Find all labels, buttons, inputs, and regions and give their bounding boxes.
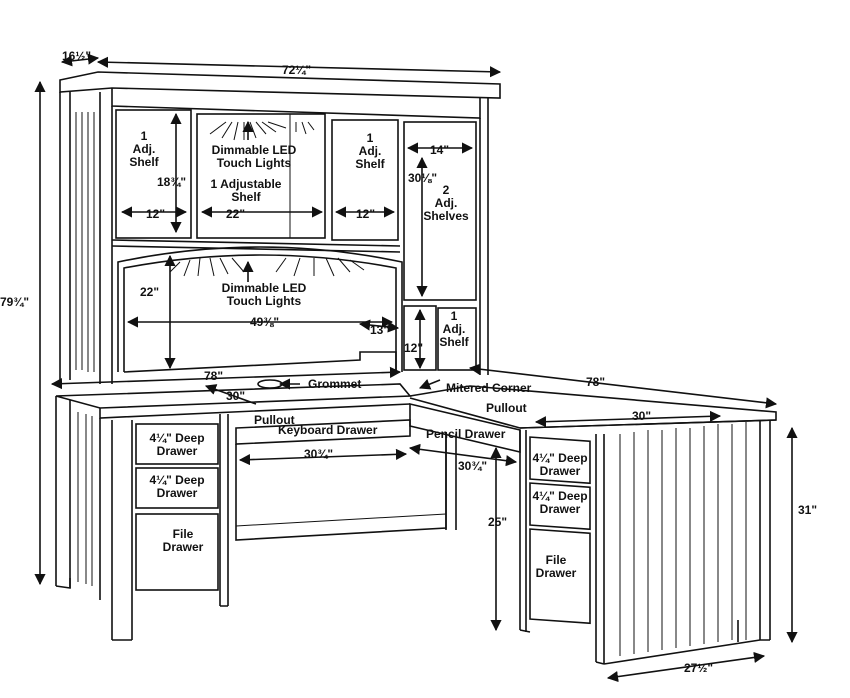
desk bbox=[55, 379, 777, 665]
right-drawer-2 bbox=[529, 482, 591, 531]
pencil-drawer-label: Pencil Drawer bbox=[426, 427, 506, 441]
open-area-width-label: 49⅜" bbox=[250, 315, 279, 329]
desk-height-label: 31" bbox=[798, 503, 817, 517]
left-drawer-1 bbox=[135, 423, 219, 465]
left-drawer-2 bbox=[135, 467, 219, 509]
mitered-corner-label: Mitered Corner bbox=[446, 381, 532, 395]
pencil-width-label: 30¾" bbox=[458, 459, 487, 473]
knee-height-label: 25" bbox=[488, 515, 507, 529]
hutch-width-label: 72¼" bbox=[282, 63, 311, 77]
right-glass-cabinet bbox=[331, 119, 399, 241]
keyboard-drawer-label: Keyboard Drawer bbox=[278, 423, 378, 437]
tall-cabinet-width-label: 14" bbox=[430, 143, 449, 157]
center-cabinet-width-label: 22" bbox=[226, 207, 245, 221]
pedestal-depth-label: 27½" bbox=[684, 661, 713, 675]
desk-left-width-label: 78" bbox=[204, 369, 223, 383]
right-drawer-1 bbox=[529, 436, 591, 485]
grommet-label: Grommet bbox=[308, 377, 361, 391]
hutch-depth-label: 16½" bbox=[62, 49, 91, 63]
pullout-left-label: Pullout bbox=[254, 413, 295, 427]
desk-right-depth-label: 30" bbox=[632, 409, 651, 423]
desk-right-width-label: 78" bbox=[586, 375, 605, 389]
hutch bbox=[59, 71, 501, 384]
keyboard-width-label: 30¾" bbox=[304, 447, 333, 461]
small-glass-cabinet bbox=[437, 307, 477, 371]
small-cabinet-height-label: 12" bbox=[404, 341, 423, 355]
left-cabinet-width-label: 12" bbox=[146, 207, 165, 221]
open-area-side-width-label: 13" bbox=[370, 323, 389, 337]
light-rays-open bbox=[169, 257, 365, 277]
pullout-right-label: Pullout bbox=[486, 401, 527, 415]
right-drawer-3 bbox=[529, 528, 591, 625]
tall-cabinet-height-label: 30⅛" bbox=[408, 171, 437, 185]
grommet-hole bbox=[257, 379, 283, 389]
desk-left-depth-label: 30" bbox=[226, 389, 245, 403]
open-area-height-label: 22" bbox=[140, 285, 159, 299]
total-height-label: 79¾" bbox=[0, 295, 29, 309]
dimension-lines bbox=[34, 53, 798, 683]
right-cabinet-width-label: 12" bbox=[356, 207, 375, 221]
left-cabinet-height-label: 18¾" bbox=[157, 175, 186, 189]
left-drawer-3 bbox=[135, 513, 219, 591]
